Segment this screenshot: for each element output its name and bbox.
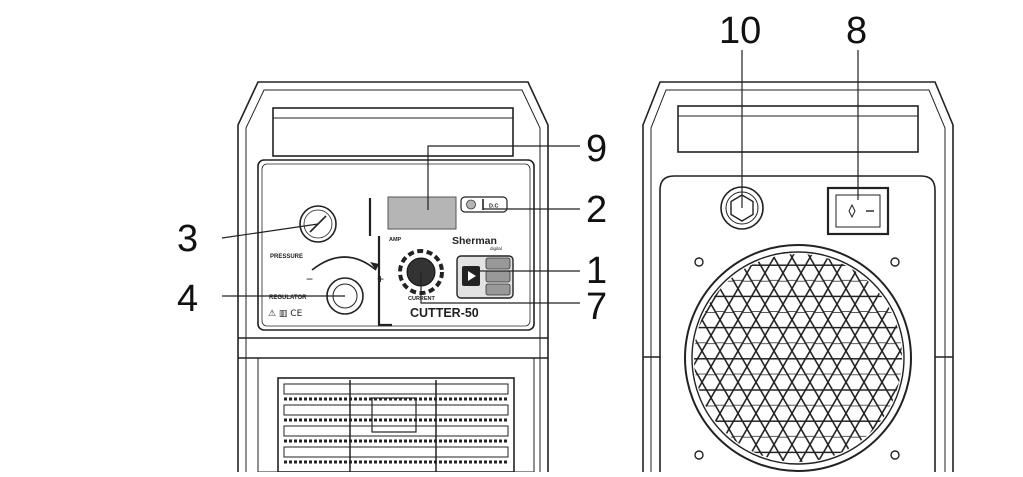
switch-symbol-icon	[848, 203, 856, 219]
fan-guard-rim	[691, 251, 905, 465]
mode-indicator-1	[485, 257, 511, 270]
control-panel	[257, 159, 535, 331]
callout-4: 4	[177, 278, 199, 320]
fan-guard-outer	[684, 244, 912, 472]
front-handle	[272, 107, 514, 157]
dc-led-icon	[466, 199, 476, 210]
play-icon	[468, 271, 476, 281]
brand-sub: digital	[490, 246, 502, 251]
callout-3: 3	[177, 218, 199, 260]
dc-indicator	[460, 196, 508, 213]
callout-7: 7	[586, 286, 608, 328]
minus-sign: −	[306, 272, 313, 286]
callout-1: 1	[586, 250, 608, 292]
screw-icon	[890, 257, 900, 267]
arc-arrowhead-icon	[370, 262, 379, 270]
model-name: CUTTER-50	[410, 306, 479, 320]
front-vent-grille	[277, 377, 515, 473]
callout-2: 2	[586, 189, 608, 231]
mode-indicator-2	[485, 270, 511, 283]
back-components	[684, 186, 912, 472]
regulator-label: REGULATOR	[269, 295, 307, 301]
screw-icon	[694, 450, 704, 460]
pressure-label: PRESSURE	[270, 254, 303, 260]
current-label: CURRENT	[408, 296, 436, 302]
panel-contents: PRESSURE − + REGULATOR ⚠ ▥ CE AMP D.C Sh…	[268, 196, 514, 327]
back-panel	[659, 175, 936, 472]
leader-lines	[221, 50, 859, 304]
back-housing-inner	[650, 89, 946, 472]
hex-nut-icon	[730, 194, 754, 222]
back-housing-outline	[642, 81, 954, 472]
ce-mark: ⚠ ▥ CE	[268, 309, 303, 319]
callout-10: 10	[719, 10, 762, 52]
fan-hex-mesh	[694, 254, 902, 462]
dc-label: D.C	[489, 204, 499, 210]
amp-display	[387, 196, 457, 230]
back-handle	[677, 105, 919, 153]
mode-indicator-3	[485, 283, 511, 296]
front-housing-inner	[245, 89, 541, 472]
brand-logo: Sherman	[452, 235, 497, 247]
vent-slats	[283, 380, 509, 472]
callout-9: 9	[586, 128, 608, 170]
pressure-gauge	[299, 205, 337, 243]
screw-icon	[890, 450, 900, 460]
plus-sign: +	[377, 272, 384, 286]
screw-icon	[694, 257, 704, 267]
callout-8: 8	[846, 10, 868, 52]
back-view	[642, 81, 954, 472]
amp-label: AMP	[389, 237, 402, 243]
front-housing-outline	[237, 81, 549, 472]
regulator-arc	[311, 256, 377, 271]
